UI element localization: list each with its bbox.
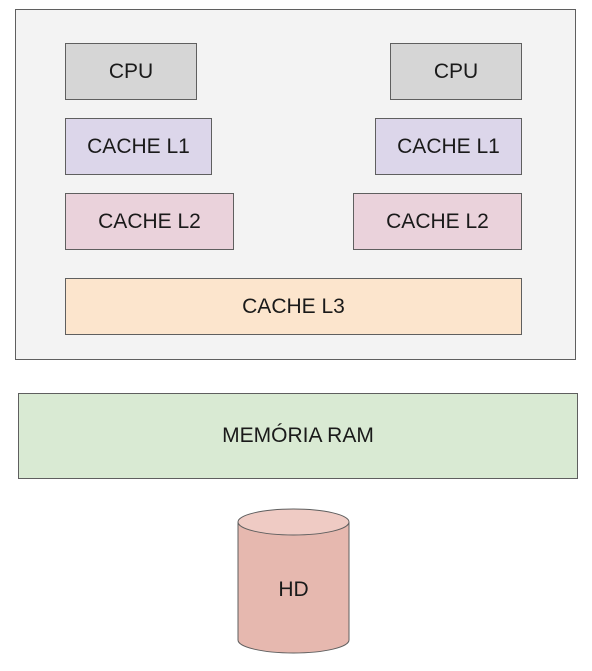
cache-l2-left-box: CACHE L2: [65, 193, 234, 250]
cache-l3-box: CACHE L3: [65, 278, 522, 335]
hd-cylinder-icon: [237, 508, 350, 654]
ram-box: MEMÓRIA RAM: [18, 393, 578, 479]
hd-cylinder: HD: [237, 508, 350, 654]
cache-l1-left-box: CACHE L1: [65, 118, 212, 175]
cache-l2-right-box: CACHE L2: [353, 193, 522, 250]
cpu-right-box: CPU: [390, 43, 522, 100]
cache-l1-right-box: CACHE L1: [375, 118, 522, 175]
hd-label: HD: [278, 578, 309, 601]
cpu-left-box: CPU: [65, 43, 197, 100]
